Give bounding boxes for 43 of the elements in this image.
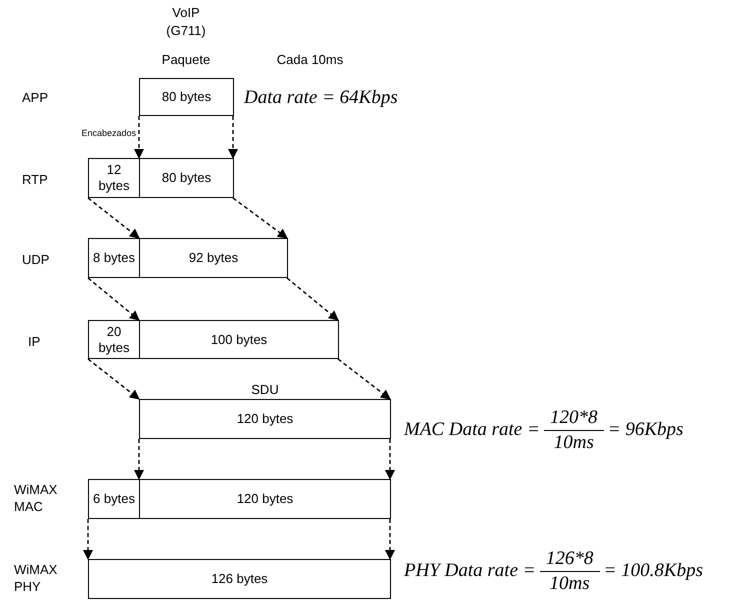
dashed-arrow [286,277,339,321]
formula-text: 120*8 [550,406,598,430]
column-heading: Paquete [160,51,212,69]
formula-text: 126*8 [546,547,594,571]
packet-box: 20 bytes [88,320,140,359]
layer-label: UDP [22,251,50,269]
formula-text: 10ms [550,572,590,596]
dashed-arrow [385,439,395,480]
packet-box: 92 bytes [139,238,288,278]
formula-text: PHY Data rate = [404,559,536,584]
formula-text: 10ms [554,431,594,455]
packet-box: 6 bytes [88,479,140,519]
layer-label: APP [22,89,50,107]
dashed-arrow [385,519,395,560]
packet-box: 80 bytes [139,78,234,116]
formula-text: MAC Data rate = [404,418,540,442]
packet-box: 100 bytes [139,320,339,359]
dashed-arrow [232,197,288,239]
layer-label: WiMAX MAC [14,481,58,515]
edge-label: Encabezados [81,128,136,139]
formula-text: = 100.8Kbps [604,559,703,584]
packet-box: 12 bytes [88,158,140,198]
packet-box: 8 bytes [88,238,140,278]
layer-label: WiMAX PHY [14,561,58,595]
formula: Data rate = 64Kbps [244,86,399,110]
packet-box: 120 bytes [139,399,391,439]
layer-label: IP [28,333,42,351]
formula-text: = 96Kbps [608,418,684,442]
packet-box: 80 bytes [139,158,234,198]
packet-box: 126 bytes [88,559,391,599]
dashed-arrow [88,197,140,239]
layer-label: RTP [22,171,49,189]
dashed-arrow [134,439,144,480]
layer-heading: VoIP (G711) [165,4,207,40]
dashed-arrow [228,116,238,159]
dashed-arrow [83,519,93,560]
packet-box: 120 bytes [139,479,391,519]
dashed-arrow [134,116,144,159]
dashed-arrow [88,358,140,400]
dashed-arrow [88,277,140,321]
column-heading: Cada 10ms [276,51,344,69]
box-heading: SDU [251,381,279,399]
dashed-arrow [338,358,391,400]
